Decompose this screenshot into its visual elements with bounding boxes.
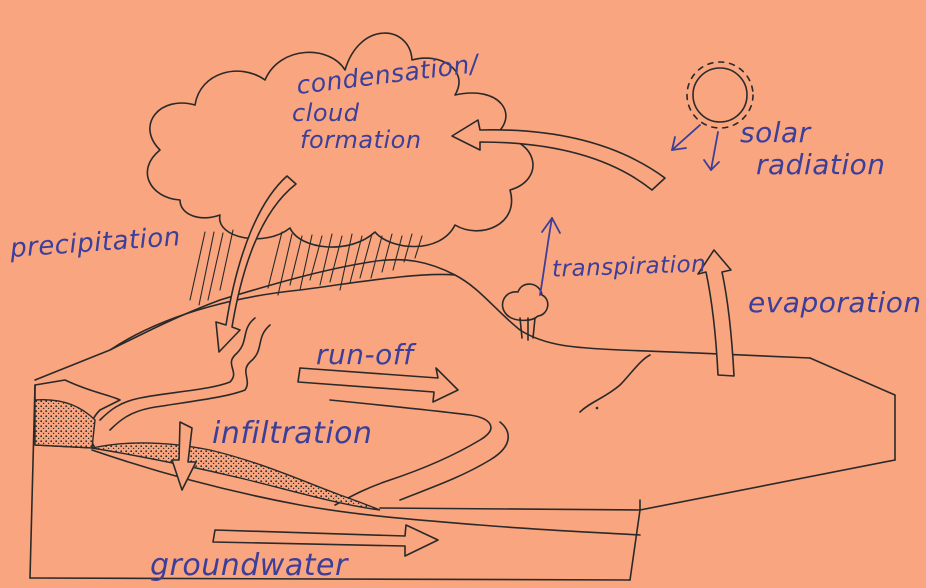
block-right-top-edge xyxy=(810,358,895,460)
aquifer-stipple xyxy=(92,443,380,510)
precipitation-arrow xyxy=(216,176,296,352)
label-evaporation: evaporation xyxy=(748,288,922,317)
label-infiltration: infiltration xyxy=(212,418,373,450)
label-cloud: cloud xyxy=(292,101,360,126)
label-groundwater: groundwater xyxy=(150,550,348,582)
field-dot xyxy=(596,407,599,410)
block-right-front xyxy=(630,460,895,580)
label-solar: solar xyxy=(740,118,811,147)
solar-ray-arrows xyxy=(672,125,719,170)
runoff-arrow xyxy=(298,368,458,402)
block-front-left-edge xyxy=(30,385,35,578)
sun-circle xyxy=(693,68,747,122)
lake-stipple xyxy=(35,400,95,448)
river-lower-bank xyxy=(400,422,508,500)
condensation-arrow xyxy=(452,120,665,190)
river-bank xyxy=(110,325,270,430)
block-top-edge-front xyxy=(380,508,640,510)
label-radiation: radiation xyxy=(756,150,886,179)
right-stream xyxy=(580,355,650,412)
label-formation: formation xyxy=(300,128,422,153)
label-runoff: run-off xyxy=(316,340,413,369)
label-transpiration: transpiration xyxy=(552,252,707,282)
